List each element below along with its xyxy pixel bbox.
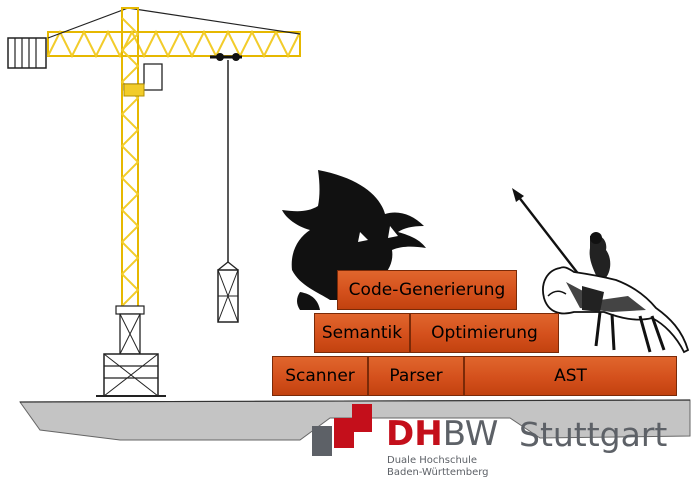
logo-bw: BW (442, 414, 499, 454)
dhbw-logo-icon (312, 404, 372, 456)
logo-city: Stuttgart (519, 415, 668, 454)
logo-subtitle-line1: Duale Hochschule (387, 455, 478, 466)
brick-parser: Parser (368, 356, 464, 396)
crane-icon (7, 7, 301, 397)
brick-ast: AST (464, 356, 677, 396)
ground (19, 399, 691, 441)
brick-semantik: Semantik (314, 313, 410, 353)
brick-code-generierung: Code-Generierung (337, 270, 517, 310)
brick-scanner: Scanner (272, 356, 368, 396)
logo-subtitle-line2: Baden-Württemberg (387, 467, 489, 478)
knight-icon (512, 188, 690, 354)
logo-dh: DH (386, 414, 443, 454)
logo-wordmark: DHBW (386, 417, 498, 451)
brick-optimierung: Optimierung (410, 313, 559, 353)
dragon-icon (282, 170, 426, 310)
